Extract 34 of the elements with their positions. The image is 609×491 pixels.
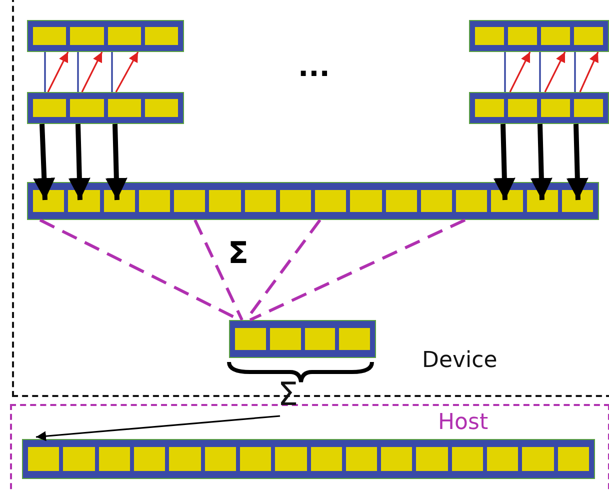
ellipsis: ...: [298, 50, 330, 83]
connector-line: [574, 52, 576, 92]
array-bar: [27, 20, 184, 52]
dashed-line: [249, 218, 466, 322]
arrow: [509, 52, 531, 92]
connector-line: [539, 52, 541, 92]
host-region: [10, 404, 609, 491]
array-bar: [27, 182, 599, 220]
array-bar: [229, 320, 376, 358]
arrow: [105, 124, 128, 200]
arrow: [566, 124, 588, 200]
arrow: [493, 124, 516, 200]
array-bar: [469, 20, 609, 52]
arrow: [530, 124, 552, 200]
arrow: [33, 124, 56, 200]
sum-symbol: Σ: [268, 372, 308, 416]
connector-line: [504, 52, 506, 92]
array-bar: [469, 92, 609, 124]
arrow: [115, 52, 139, 92]
array-bar: [27, 92, 184, 124]
arrow: [47, 52, 69, 92]
arrow: [68, 124, 90, 200]
region-label: Device: [422, 348, 498, 373]
array-bar: [22, 439, 595, 479]
sum-symbol: Σ: [228, 236, 248, 271]
connector-line: [77, 52, 79, 92]
arrow: [81, 52, 103, 92]
dashed-line: [194, 219, 244, 321]
connector-line: [44, 52, 46, 92]
region-label: Host: [438, 410, 488, 435]
arrow: [36, 415, 280, 442]
connector-line: [111, 52, 113, 92]
arrow: [544, 52, 566, 92]
arrow: [579, 52, 599, 92]
